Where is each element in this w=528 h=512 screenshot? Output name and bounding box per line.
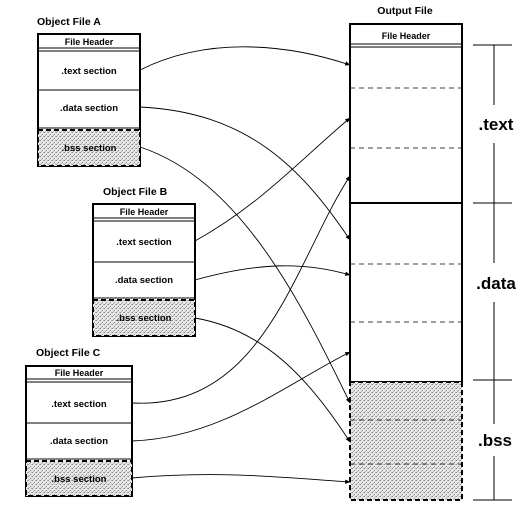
object-file-b-title: Object File B: [103, 186, 168, 198]
object-file-c-data-section: .data section: [50, 436, 108, 447]
arrow-a-text: [139, 46, 351, 71]
arrow-c-data: [131, 351, 351, 442]
object-file-c-header: File Header: [55, 368, 104, 378]
object-file-b-header: File Header: [120, 207, 169, 217]
object-file-b: Object File B File Header .text section …: [92, 186, 196, 337]
object-file-c-bss-box: [25, 460, 133, 497]
object-file-a-text-section: .text section: [61, 66, 117, 77]
region-brackets: [473, 44, 512, 501]
output-bss-label: .bss: [478, 431, 512, 450]
arrow-b-bss: [194, 317, 351, 443]
output-file-bss-region: [349, 381, 463, 501]
object-file-a-header: File Header: [65, 37, 114, 47]
object-file-a-bss-section: .bss section: [62, 143, 117, 154]
object-file-b-text-section: .text section: [116, 237, 172, 248]
output-file-header: File Header: [382, 31, 431, 41]
arrow-a-data: [139, 106, 351, 241]
object-file-c: Object File C File Header .text section …: [25, 347, 133, 497]
arrow-c-bss: [131, 474, 351, 484]
output-file-title: Output File: [377, 5, 433, 17]
object-file-b-bss-section: .bss section: [117, 313, 172, 324]
mapping-arrows: [131, 46, 351, 484]
object-file-a-title: Object File A: [37, 16, 101, 28]
object-file-a-data-section: .data section: [60, 103, 118, 114]
arrow-b-data: [194, 265, 351, 281]
object-file-c-title: Object File C: [36, 347, 101, 359]
arrow-b-text: [194, 117, 351, 242]
object-file-c-text-section: .text section: [51, 399, 107, 410]
object-file-c-bss-section: .bss section: [52, 474, 107, 485]
object-file-b-data-section: .data section: [115, 275, 173, 286]
arrow-a-bss: [139, 146, 351, 404]
output-text-label: .text: [479, 115, 514, 134]
object-file-a-bss-box: [37, 129, 141, 167]
output-file: Output File File Header: [349, 5, 463, 501]
output-data-label: .data: [476, 274, 516, 293]
object-file-a: Object File A File Header .text section …: [37, 16, 141, 167]
arrow-c-text: [131, 175, 351, 404]
